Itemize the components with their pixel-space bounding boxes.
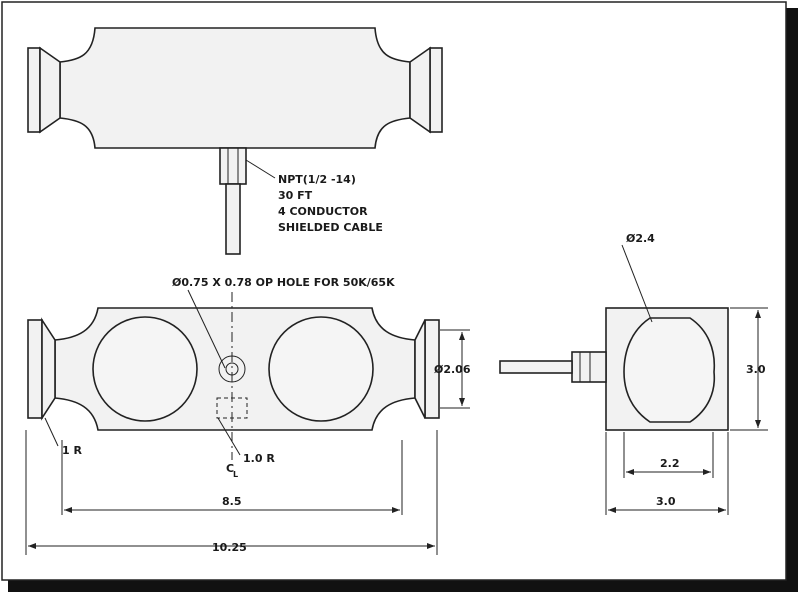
radius-end: 1 R xyxy=(62,444,82,457)
cable-note-1: NPT(1/2 -14) xyxy=(278,173,356,186)
dim-side-width: 3.0 xyxy=(656,495,676,508)
side-connector xyxy=(571,351,607,383)
cable-note-3: 4 CONDUCTOR xyxy=(278,205,368,218)
top-view-right-flange xyxy=(429,47,443,133)
diameter-side: Ø2.4 xyxy=(626,232,655,245)
radius-center: 1.0 R xyxy=(243,452,275,465)
front-view-right-neck xyxy=(414,319,426,419)
cable-note-2: 30 FT xyxy=(278,189,313,202)
right-hole xyxy=(268,316,374,422)
cable-leader xyxy=(245,159,276,179)
top-view-right-neck xyxy=(409,46,431,134)
top-cable xyxy=(225,183,241,255)
front-view-left-neck xyxy=(41,317,56,421)
front-view-left-flange xyxy=(27,319,43,419)
dim-side-height: 3.0 xyxy=(746,363,766,376)
left-hole xyxy=(92,316,198,422)
dim-inner-length: 8.5 xyxy=(222,495,242,508)
bore-leader xyxy=(621,244,653,323)
top-connector xyxy=(219,147,247,185)
side-view xyxy=(499,244,729,431)
diameter-end: Ø2.06 xyxy=(434,363,471,376)
top-view-left-flange xyxy=(27,47,41,133)
dim-total-length: 10.25 xyxy=(212,541,247,554)
top-view-left-neck xyxy=(39,46,61,134)
hole-note: Ø0.75 X 0.78 OP HOLE FOR 50K/65K xyxy=(172,276,395,289)
cable-note-4: SHIELDED CABLE xyxy=(278,221,383,234)
frame-shadow-bottom xyxy=(8,580,798,592)
top-view xyxy=(27,27,443,255)
hole-leader xyxy=(187,289,226,369)
frame-shadow-right xyxy=(786,8,798,592)
side-cable xyxy=(499,360,573,374)
front-view xyxy=(27,289,440,460)
centerline-sub: L xyxy=(233,470,238,479)
side-view-bore xyxy=(623,317,716,423)
centerline-symbol: C xyxy=(226,462,234,475)
dim-side-inner-width: 2.2 xyxy=(660,457,680,470)
top-view-body xyxy=(59,27,411,149)
